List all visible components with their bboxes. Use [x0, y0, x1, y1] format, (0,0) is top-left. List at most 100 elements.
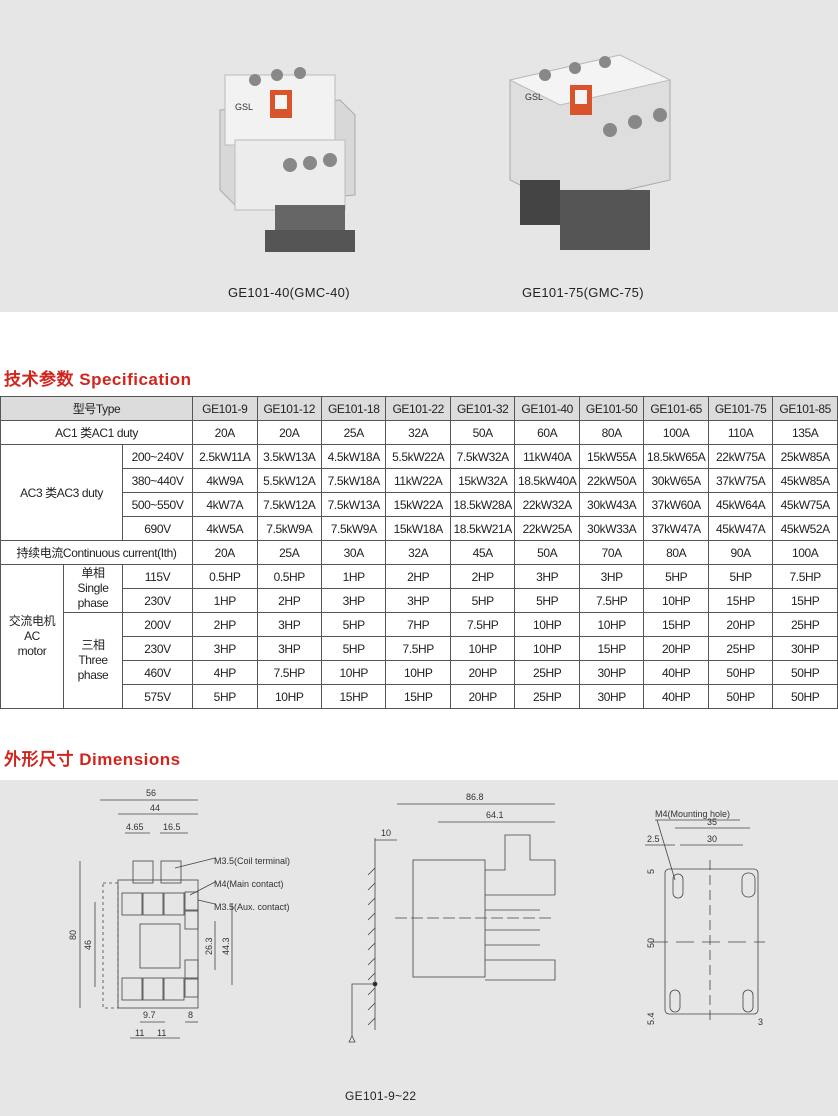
table-cell: 18.5kW40A [514, 468, 580, 493]
dimensions-heading: 外形尺寸 Dimensions [4, 745, 181, 770]
table-cell: 2HP [449, 564, 516, 589]
spec-heading: 技术参数 Specification [4, 365, 192, 390]
table-cell: 32A [385, 540, 451, 565]
table-cell: 37kW75A [707, 468, 774, 493]
voltage-label: 230V [121, 588, 194, 613]
table-cell: 7.5kW9A [320, 516, 387, 541]
spec-heading-en: Specification [79, 370, 192, 389]
table-cell: 5HP [707, 564, 774, 589]
product-caption: GE101-75(GMC-75) [522, 285, 644, 300]
table-cell: 22kW75A [707, 444, 774, 469]
product-image-ge101-40: GSL [219, 67, 356, 252]
table-cell: 135A [772, 420, 838, 445]
side-view-drawing: 86.8 64.1 10 [348, 792, 556, 1043]
dimensions-caption: GE101-9~22 [345, 1089, 417, 1103]
model-header: GE101-32 [449, 396, 516, 421]
dim-4-65: 4.65 [126, 822, 144, 832]
voltage-label: 575V [121, 684, 194, 709]
brand-logo: GSL [525, 92, 543, 102]
table-cell: 7.5HP [449, 612, 516, 637]
dim-46: 46 [83, 940, 93, 950]
table-cell: 25HP [514, 660, 580, 685]
table-cell: 45kW75A [772, 492, 838, 517]
dim-9-7: 9.7 [143, 1010, 156, 1020]
table-cell: 5HP [320, 636, 387, 661]
table-cell: 15kW18A [385, 516, 451, 541]
table-cell: 2HP [256, 588, 322, 613]
single-phase-label-line: 单相 [81, 566, 105, 580]
table-cell: 15HP [707, 588, 774, 613]
single-phase-label-line: phase [77, 596, 109, 610]
table-cell: 3HP [514, 564, 580, 589]
dim-80: 80 [68, 930, 78, 940]
dim-30: 30 [707, 834, 717, 844]
table-cell: 45kW47A [707, 516, 774, 541]
voltage-label: 500~550V [121, 492, 194, 517]
brand-logo: GSL [235, 102, 253, 112]
table-cell: 10HP [514, 612, 580, 637]
model-header: GE101-18 [320, 396, 387, 421]
dim-3: 3 [758, 1017, 763, 1027]
ac-motor-label-line: motor [17, 644, 47, 658]
table-cell: 70A [578, 540, 645, 565]
dimensions-heading-cn: 外形尺寸 [4, 750, 74, 769]
table-cell: 7.5HP [385, 636, 451, 661]
table-cell: 7.5kW9A [256, 516, 322, 541]
front-view-drawing: 56 44 4.65 16.5 M3.5(Coil terminal) M4(M… [68, 788, 290, 1039]
table-cell: 10HP [449, 636, 516, 661]
table-cell: 25A [256, 540, 322, 565]
table-cell: 15HP [643, 612, 709, 637]
table-cell: 80A [643, 540, 709, 565]
table-cell: 5.5kW22A [385, 444, 451, 469]
dim-16-5: 16.5 [163, 822, 181, 832]
model-header: GE101-22 [385, 396, 451, 421]
type-header: 型号Type [0, 396, 194, 421]
dim-11-b: 11 [157, 1028, 166, 1038]
dim-5-4: 5.4 [646, 1012, 656, 1025]
table-cell: 5HP [449, 588, 516, 613]
table-cell: 90A [707, 540, 774, 565]
dim-11-a: 11 [135, 1028, 144, 1038]
table-cell: 2.5kW11A [192, 444, 258, 469]
ith-label: 持续电流Continuous current(Ith) [0, 540, 194, 565]
table-cell: 4HP [192, 660, 258, 685]
table-cell: 20HP [643, 636, 709, 661]
ac3-label: AC3 类AC3 duty [0, 444, 123, 541]
dim-50: 50 [646, 938, 656, 948]
dim-56: 56 [146, 788, 156, 798]
table-cell: 80A [578, 420, 645, 445]
table-cell: 25HP [514, 684, 580, 709]
table-cell: 3HP [578, 564, 645, 589]
table-cell: 3HP [385, 588, 451, 613]
table-cell: 25HP [772, 612, 838, 637]
table-cell: 4kW7A [192, 492, 258, 517]
table-cell: 10HP [256, 684, 322, 709]
table-cell: 30kW43A [578, 492, 645, 517]
table-cell: 22kW50A [578, 468, 645, 493]
table-cell: 40HP [643, 660, 709, 685]
table-cell: 20HP [449, 660, 516, 685]
table-cell: 1HP [320, 564, 387, 589]
table-cell: 1HP [192, 588, 258, 613]
voltage-label: 380~440V [121, 468, 194, 493]
aux-contact-label: M3.5(Aux. contact) [214, 902, 290, 912]
main-contact-label: M4(Main contact) [214, 879, 284, 889]
table-cell: 5HP [514, 588, 580, 613]
table-cell: 2HP [385, 564, 451, 589]
table-cell: 37kW47A [643, 516, 709, 541]
dimensions-panel: 56 44 4.65 16.5 M3.5(Coil terminal) M4(M… [0, 780, 838, 1116]
table-cell: 20HP [707, 612, 774, 637]
table-cell: 45kW52A [772, 516, 838, 541]
coil-terminal-label: M3.5(Coil terminal) [214, 856, 290, 866]
table-cell: 11kW22A [385, 468, 451, 493]
product-image-ge101-75: GSL [508, 54, 672, 250]
dim-2-5: 2.5 [647, 834, 660, 844]
table-cell: 0.5HP [256, 564, 322, 589]
table-cell: 11kW40A [514, 444, 580, 469]
table-cell: 30HP [772, 636, 838, 661]
table-cell: 45kW85A [772, 468, 838, 493]
